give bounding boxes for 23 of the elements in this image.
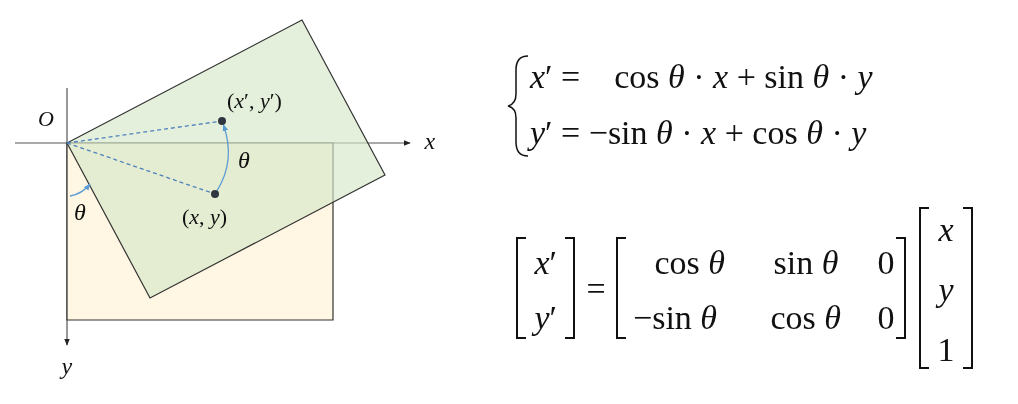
point-label: (x′, y′) [227,90,282,112]
original-rectangle [67,143,333,320]
matrix-entry: 0 [877,301,895,335]
matrix-entry: x [938,213,954,247]
point-label: (x, y) [182,206,228,228]
dashed-line [66,142,212,194]
origin-label: O [38,108,54,130]
edge-label: θ [74,200,86,224]
matrix-entry: 1 [937,333,955,367]
matrix-entry: cos θ [654,246,726,280]
rotation-arc-arrow [216,124,230,192]
dashed-line [66,120,219,144]
matrix-entry: x′ [534,246,558,280]
equals-sign: = [586,272,606,306]
matrix-entry: −sin θ [633,301,718,335]
angle-label: θ [238,148,250,172]
matrix-entry: 0 [877,246,895,280]
matrix-entry: cos θ [770,301,842,335]
matrix-entry: sin θ [773,246,839,280]
axis-label: y [61,354,73,378]
axis-label: x [424,129,436,153]
equation: x′ = cos θ · x + sin θ · y [530,60,873,94]
angle-arc-arrow [69,183,91,197]
